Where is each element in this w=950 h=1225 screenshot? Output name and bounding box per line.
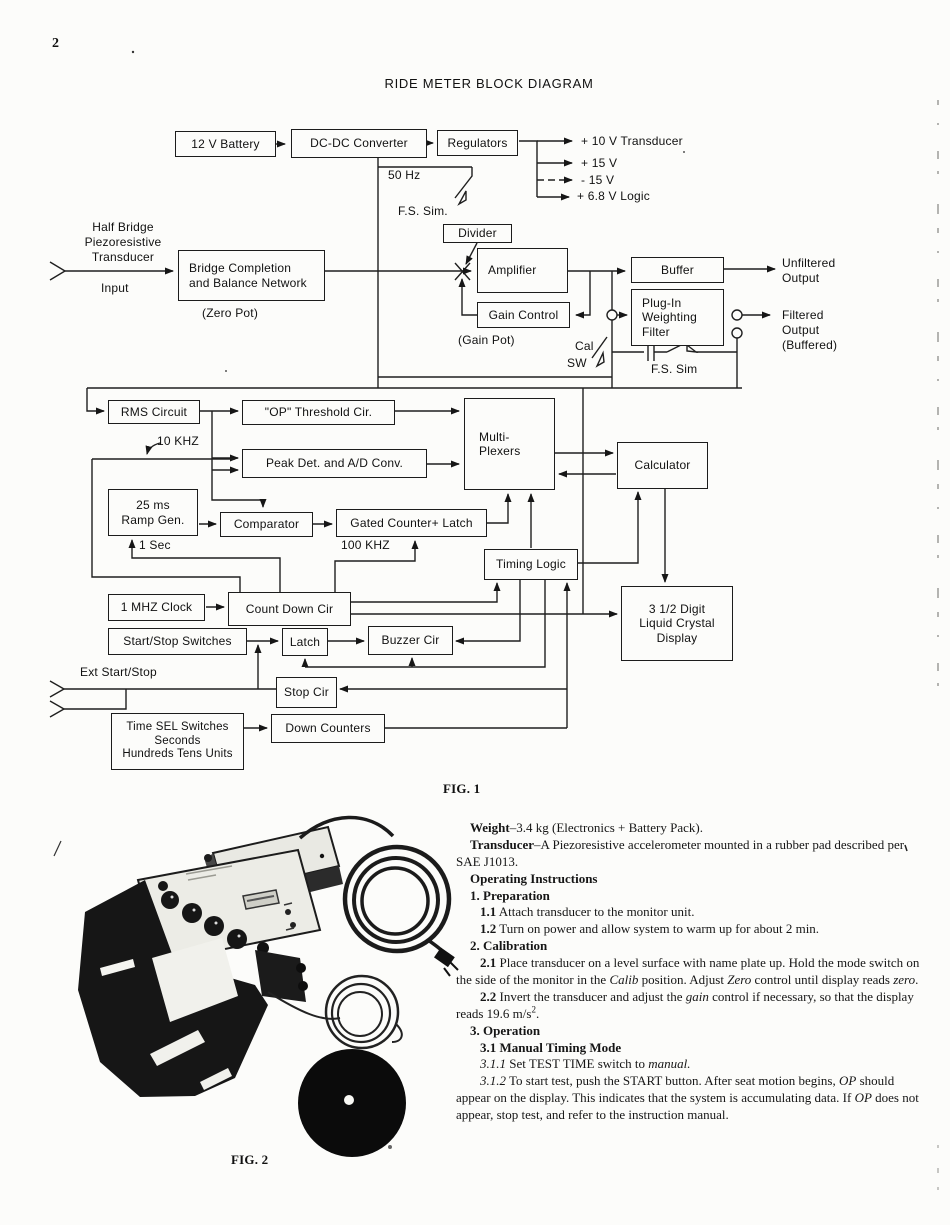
fig2-caption: FIG. 2	[231, 1152, 269, 1167]
label-unfiltered-output: Unfiltered Output	[782, 256, 836, 285]
label-transducer-input: Half Bridge Piezoresistive Transducer	[84, 220, 162, 264]
label-100khz: 100 KHZ	[341, 538, 390, 552]
block-amplifier: Amplifier	[477, 248, 568, 293]
page-number: 2	[52, 36, 60, 51]
block-ramp-generator: 25 ms Ramp Gen.	[108, 489, 198, 536]
label-10khz: 10 KHZ	[157, 434, 199, 448]
instruction-paragraph: 1.2 Turn on power and allow system to wa…	[480, 921, 820, 937]
block-lcd-display: 3 1/2 Digit Liquid Crystal Display	[621, 586, 733, 661]
instruction-paragraph: Weight–3.4 kg (Electronics + Battery Pac…	[470, 820, 703, 835]
instruction-paragraph: 3. Operation	[470, 1022, 541, 1038]
block-time-sel-switches: Time SEL Switches Seconds Hundreds Tens …	[111, 713, 244, 770]
block-battery: 12 V Battery	[175, 131, 276, 157]
label-output-minus15v: - 15 V	[581, 173, 615, 187]
block-count-down: Count Down Cir	[228, 592, 351, 626]
instruction-paragraph: 3.1.2 To start test, push the START butt…	[456, 1073, 919, 1123]
block-comparator: Comparator	[220, 512, 313, 537]
instruction-paragraph: Transducer–A Piezoresistive acceleromete…	[456, 836, 905, 869]
block-down-counters: Down Counters	[271, 714, 385, 743]
instruction-paragraph: 1. Preparation	[470, 887, 550, 903]
block-calculator: Calculator	[617, 442, 708, 489]
block-weighting-filter: Plug-In Weighting Filter	[631, 289, 724, 346]
block-stop-circuit: Stop Cir	[276, 677, 337, 708]
label-fs-sim-bottom: F.S. Sim	[651, 362, 698, 376]
block-peak-detector: Peak Det. and A/D Conv.	[242, 449, 427, 478]
page-title: RIDE METER BLOCK DIAGRAM	[384, 76, 594, 91]
label-cal-sw: SW	[567, 356, 587, 370]
block-op-threshold: "OP" Threshold Cir.	[242, 400, 395, 425]
block-multiplexers: Multi- Plexers	[464, 398, 555, 490]
fig1-caption: FIG. 1	[443, 781, 481, 796]
block-timing-logic: Timing Logic	[484, 549, 578, 580]
label-50hz: 50 Hz	[388, 168, 421, 182]
instructions-column: Weight–3.4 kg (Electronics + Battery Pac…	[456, 820, 924, 1124]
block-regulators: Regulators	[437, 130, 518, 156]
instruction-paragraph: 3.1.1 Set TEST TIME switch to manual.	[480, 1056, 691, 1072]
instruction-paragraph: 3.1 Manual Timing Mode	[480, 1039, 622, 1055]
label-output-10v: + 10 V Transducer	[581, 134, 683, 148]
label-cal: Cal	[575, 339, 594, 353]
instruction-paragraph: 2.2 Invert the transducer and adjust the…	[456, 988, 914, 1021]
block-gated-counter: Gated Counter+ Latch	[336, 509, 487, 537]
block-start-stop-switches: Start/Stop Switches	[108, 628, 247, 655]
label-fs-sim-top: F.S. Sim.	[398, 204, 448, 218]
label-output-plus15v: + 15 V	[581, 156, 618, 170]
block-buzzer: Buzzer Cir	[368, 626, 453, 655]
block-1mhz-clock: 1 MHZ Clock	[108, 594, 205, 621]
block-bridge-completion: Bridge Completion and Balance Network	[178, 250, 325, 301]
label-filtered-output: Filtered Output (Buffered)	[782, 308, 838, 352]
block-divider: Divider	[443, 224, 512, 243]
block-gain-control: Gain Control	[477, 302, 570, 328]
instruction-paragraph: 1.1 Attach transducer to the monitor uni…	[480, 904, 695, 920]
instruction-paragraph: 2. Calibration	[470, 938, 548, 954]
instruction-paragraph: Operating Instructions	[470, 870, 598, 886]
label-1sec: 1 Sec	[139, 538, 171, 552]
instruction-paragraph: 2.1 Place transducer on a level surface …	[456, 955, 920, 988]
label-zero-pot: (Zero Pot)	[202, 306, 259, 320]
label-gain-pot: (Gain Pot)	[458, 333, 515, 347]
label-input: Input	[101, 281, 129, 295]
block-dcdc-converter: DC-DC Converter	[291, 129, 427, 158]
label-output-logic: + 6.8 V Logic	[577, 189, 650, 203]
block-latch: Latch	[282, 628, 328, 656]
label-ext-start-stop: Ext Start/Stop	[80, 665, 157, 679]
block-rms-circuit: RMS Circuit	[108, 400, 200, 424]
block-buffer: Buffer	[631, 257, 724, 283]
scan-artifacts	[53, 50, 939, 1195]
fig2-photo	[78, 815, 459, 1157]
